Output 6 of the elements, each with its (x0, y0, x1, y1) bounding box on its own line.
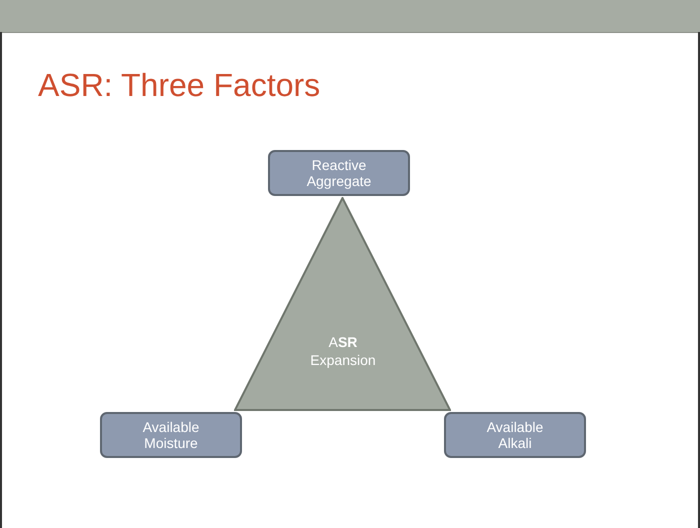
factor-box: Reactive Aggregate (268, 150, 410, 196)
triangle-shape (234, 197, 451, 411)
slide-title: ASR: Three Factors (38, 66, 320, 104)
factor-box: Available Moisture (100, 412, 242, 458)
factor-box: Available Alkali (444, 412, 586, 458)
center-label: ASR Expansion (309, 333, 377, 369)
